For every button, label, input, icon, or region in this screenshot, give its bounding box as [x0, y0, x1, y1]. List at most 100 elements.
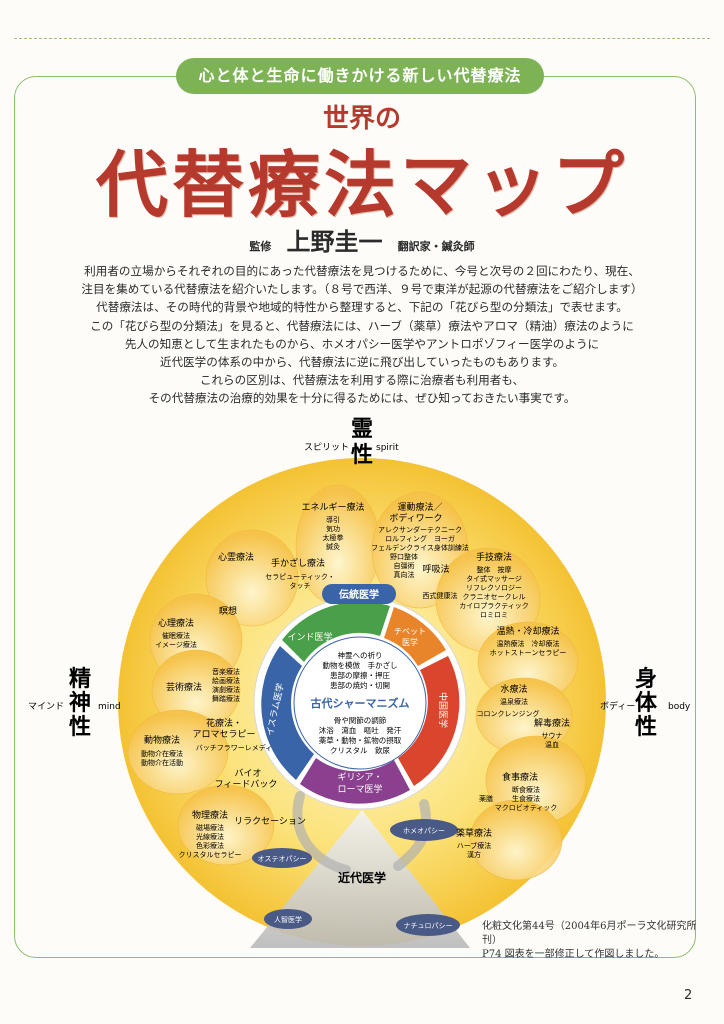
- petal-movement-item: 野口整体: [390, 552, 418, 561]
- petal-thermal-item: 温熱療法 冷却療法: [497, 639, 560, 648]
- petal-movement-item: フェルデンクライス身体訓練法: [371, 543, 469, 552]
- petal-manual-item: カイロプラクティック: [459, 602, 529, 610]
- petal-diet-item: 生食療法: [512, 794, 540, 803]
- modern-medicine-label: 近代医学: [338, 870, 386, 885]
- petal-movement-item: 自彊術: [394, 561, 415, 570]
- petal-physical-item: クリスタルセラピー: [179, 850, 242, 859]
- petal-art-item: 舞踏療法: [212, 694, 240, 703]
- petal-physical-item: 光線療法: [196, 832, 224, 841]
- petal-psychic-title: 心霊療法: [218, 551, 254, 563]
- axis-body-en: body: [668, 702, 691, 712]
- petal-animal-item: 動物介在活動: [141, 758, 183, 767]
- petal-physical-title: 物理療法: [192, 809, 228, 821]
- page-title: 代替療法マップ: [95, 142, 628, 227]
- petal-hydro-item: コロンクレンジング: [477, 709, 540, 718]
- ring-label-traditional: 伝統医学: [339, 588, 379, 601]
- petal-movement-item: ロルフィング ヨーガ: [385, 534, 455, 543]
- petal-animal-title: 動物療法: [144, 734, 180, 746]
- center-upper-1: 神霊への祈り: [338, 650, 383, 660]
- supervisor-label: 監修: [249, 240, 272, 253]
- intro-line: この「花びら型の分類法」を見ると、代替療法には、ハーブ（薬草）療法やアロマ（精油…: [90, 318, 634, 333]
- petal-thermal-title: 温熱・冷却療法: [496, 625, 559, 637]
- petal-manual-item: ロミロミ: [480, 611, 508, 619]
- supervisor-name: 上野圭一: [286, 228, 383, 256]
- petal-bio-title: バイオ: [234, 768, 261, 779]
- petal-movement-item: 真向法: [394, 570, 415, 579]
- pill-label-osteopathy: オステオパシー: [258, 855, 307, 863]
- petal: [127, 709, 229, 795]
- pill-osteopathy: [252, 848, 312, 868]
- petal-physical-item: 色彩療法: [196, 841, 224, 850]
- axis-spirit-char-2: 性: [351, 443, 373, 468]
- intro-line: 注目を集めている代替療法を紹介いたします。（８号で西洋、９号で東洋が起源の代替療…: [81, 282, 643, 297]
- intro-text: 利用者の立場からそれぞれの目的にあった代替療法を見つけるために、今号と次号の２回…: [40, 262, 684, 408]
- title-prefix: 世界の: [322, 104, 401, 134]
- center-lower-4: クリスタル 飲尿: [330, 745, 390, 755]
- petal-psycho-title: 心理療法: [158, 617, 194, 629]
- center-upper-4: 患部の焼灼・切開: [330, 680, 390, 690]
- pill-homeopathy: [390, 819, 458, 841]
- petal-energy-item: 太極拳: [323, 533, 344, 542]
- petal-physical-item: 磁場療法: [196, 823, 224, 832]
- petal-manual-item: 整体 按摩: [477, 565, 512, 574]
- supervisor-role: 翻訳家・鍼灸師: [397, 240, 475, 253]
- petal-art-title: 芸術療法: [166, 681, 202, 693]
- caption-line: 化粧文化第44号（2004年6月ポーラ文化研究所刊）: [482, 921, 697, 946]
- petal-diet-title: 食事療法: [502, 771, 538, 783]
- petal-detox-title: 解毒療法: [534, 717, 570, 729]
- center-upper-3: 患部の摩擦・押圧: [330, 670, 390, 680]
- intro-line: これらの区別は、代替療法を利用する際に治療者も利用者も、: [199, 373, 525, 388]
- petal-herbaroma-title: 花療法・: [206, 717, 242, 729]
- petal-breath-title: 呼吸法: [422, 563, 449, 575]
- axis-body-char-3: 性: [635, 715, 657, 740]
- petal-hydro-item: 温泉療法: [500, 697, 528, 706]
- axis-mind-en: mind: [98, 702, 121, 712]
- source-caption: 化粧文化第44号（2004年6月ポーラ文化研究所刊） P74 図表を一部修正して…: [482, 920, 702, 962]
- ring-label-chinese: 中国医学: [437, 692, 449, 728]
- ring-segment-purple: [300, 758, 410, 804]
- petal-group: [127, 484, 587, 881]
- petal-psycho-item: イメージ療法: [155, 640, 197, 649]
- petal-energy-item: 鍼灸: [326, 542, 340, 551]
- supervisor-line: 監修 上野圭一 翻訳家・鍼灸師: [0, 222, 724, 257]
- pill-naturopathy: [396, 914, 460, 936]
- axis-mind-char-3: 性: [69, 715, 91, 740]
- petal-energy-item: 導引: [326, 515, 340, 524]
- top-dashed-rule: [14, 38, 710, 39]
- petal-meditation-title: 瞑想: [219, 605, 237, 617]
- ring-segment-green: [282, 601, 390, 662]
- petal-handheal-item: セラピューティック・: [265, 573, 334, 581]
- petal-diet-item: マクロビオティック: [495, 803, 558, 812]
- petal-energy-item: 気功: [326, 524, 340, 533]
- intro-line: 近代医学の体系の中から、代替療法に逆に飛び出していったものもあります。: [159, 355, 565, 370]
- petal-manual-item: リフレクソロジー: [466, 584, 522, 592]
- petal: [469, 799, 563, 881]
- ring-segment-red: [398, 656, 460, 786]
- petal-manual-item: タイ式マッサージ: [466, 574, 522, 583]
- traditional-medicine-tab: [322, 584, 396, 604]
- petal-herbal-title: 薬草療法: [456, 827, 492, 839]
- petal-art-item: 演劇療法: [212, 685, 240, 694]
- axis-mind-kana: マインド: [28, 702, 64, 712]
- center-disc: [293, 636, 427, 770]
- petal-art-item: 音楽療法: [212, 667, 240, 676]
- axis-spirit-char-1: 霊: [351, 417, 373, 442]
- petal-bio-title: フィードバック: [215, 779, 278, 790]
- petal-handheal-item: タッチ: [290, 581, 311, 590]
- caption-line: P74 図表を一部修正して作図しました。: [482, 949, 665, 960]
- axis-body-kana: ボディー: [600, 700, 635, 712]
- intro-line: 利用者の立場からそれぞれの目的にあった代替療法を見つけるために、今号と次号の２回…: [84, 264, 640, 278]
- pill-label-anthroposophy: 人智医学: [274, 915, 302, 924]
- petal-western-title: 西式健康法: [423, 591, 458, 600]
- petal-animal-item: 動物介在療法: [141, 749, 183, 758]
- petal-movement-title: ボディワーク: [389, 512, 442, 524]
- axis-mind-char-1: 精: [69, 666, 91, 692]
- petal-herbal-item: ハーブ療法: [457, 841, 492, 850]
- center-upper-2: 動物を模倣 手かざし: [323, 660, 398, 670]
- ring-label-tibetan-1: チベット: [394, 627, 426, 636]
- page-number: 2: [684, 988, 693, 1003]
- petal-handheal-title: 手かざし療法: [271, 557, 325, 569]
- pill-label-homeopathy: ホメオパシー: [403, 827, 445, 835]
- axis-body-char-1: 身: [635, 666, 657, 692]
- petal-movement-item: アレクサンダーテクニーク: [378, 525, 462, 534]
